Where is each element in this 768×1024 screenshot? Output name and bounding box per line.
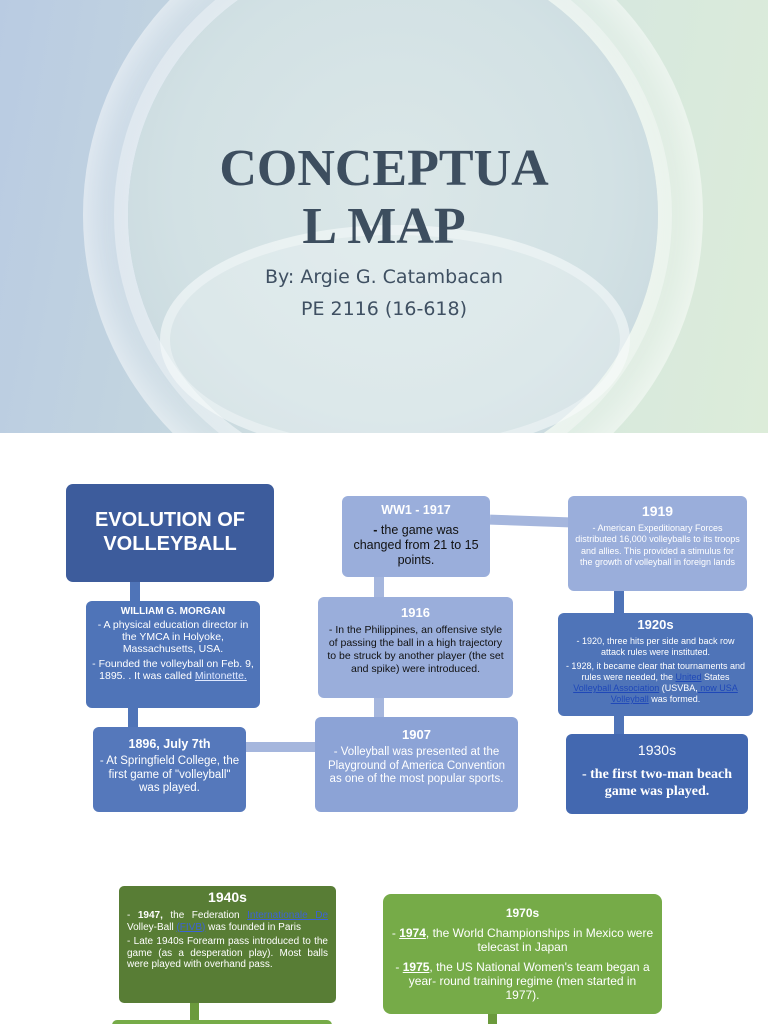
heading-1930s: 1930s: [637, 742, 677, 758]
box-1930s: 1930s - the first two-man beach game was…: [566, 734, 748, 814]
main-title-box: EVOLUTION OF VOLLEYBALL: [66, 484, 274, 582]
heading-1940s: 1940s: [208, 889, 247, 905]
text-ww1: - the game was changed from 21 to 15 poi…: [348, 523, 484, 568]
morgan-box: WILLIAM G. MORGAN - A physical education…: [86, 601, 260, 708]
volleyball-association-link[interactable]: Volleyball Association: [573, 683, 660, 693]
text-1920s-2-d: was formed.: [648, 694, 701, 704]
author-line: By: Argie G. Catambacan: [264, 266, 504, 288]
text-1970s-2-body: , the US National Women's team began a y…: [408, 960, 650, 1002]
text-1920s-2-b: States: [701, 672, 730, 682]
title-slide: CONCEPTUA L MAP By: Argie G. Catambacan …: [0, 0, 768, 433]
box-1970s: 1970s - 1974, the World Championships in…: [383, 894, 662, 1014]
text-1920s-2: - 1928, it became clear that tournaments…: [564, 661, 747, 705]
united-link[interactable]: United: [675, 672, 702, 682]
box-1896: 1896, July 7th - At Springfield College,…: [93, 727, 246, 812]
heading-1896: 1896, July 7th: [128, 737, 211, 751]
morgan-line-1: - A physical education director in the Y…: [97, 619, 249, 655]
text-1920s-2-c: (USVBA,: [659, 683, 698, 693]
connector-1907-1916: [374, 698, 384, 718]
usa-volleyball-link[interactable]: now USA Volleyball: [610, 683, 738, 704]
connector-1920s-1930s: [614, 716, 624, 734]
text-1940s-1-c: was founded in Paris: [205, 921, 301, 933]
heading-1919: 1919: [641, 503, 674, 519]
text-1916: - In the Philippines, an offensive style…: [327, 624, 504, 675]
heading-1907: 1907: [402, 727, 431, 742]
text-1940s-1: - 1947, the Federation Internationale De…: [127, 910, 328, 933]
text-1970s-1-body: , the World Championships in Mexico were…: [425, 926, 654, 954]
text-1970s-1-year: 1974: [399, 926, 426, 940]
heading-ww1: WW1 - 1917: [381, 503, 451, 517]
text-1930s: - the first two-man beach game was playe…: [581, 767, 733, 799]
text-1907: - Volleyball was presented at the Playgr…: [327, 746, 506, 785]
ww1-text: the game was changed from 21 to 15 point…: [353, 523, 479, 567]
text-1940s-1-b: Volley-Ball: [127, 921, 177, 933]
text-1940s-1-year: 1947,: [137, 910, 163, 921]
heading-1920s: 1920s: [637, 617, 674, 632]
title-line-2: L MAP: [302, 198, 466, 255]
text-1940s-2: - Late 1940s Forearm pass introduced to …: [127, 936, 328, 970]
text-1970s-2-year: 1975: [402, 960, 430, 974]
main-title: EVOLUTION OF VOLLEYBALL: [95, 509, 245, 555]
title-line-1: CONCEPTUA: [219, 140, 549, 197]
connector-1919-1920s: [614, 591, 624, 613]
slide-title: CONCEPTUA L MAP: [0, 140, 768, 256]
text-1970s-2: - 1975, the US National Women's team beg…: [391, 960, 654, 1002]
box-1920s: 1920s - 1920, three hits per side and ba…: [558, 613, 753, 716]
text-1896: - At Springfield College, the first game…: [99, 755, 240, 794]
box-ww1: WW1 - 1917 - the game was changed from 2…: [342, 496, 490, 577]
box-1916: 1916 - In the Philippines, an offensive …: [318, 597, 513, 698]
text-1940s-1-a: the Federation: [162, 910, 248, 921]
text-1970s-1: - 1974, the World Championships in Mexic…: [391, 926, 654, 954]
heading-1916: 1916: [401, 605, 430, 620]
morgan-line-2: - Founded the volleyball on Feb. 9, 1895…: [92, 658, 254, 682]
box-1907: 1907 - Volleyball was presented at the P…: [315, 717, 518, 812]
text-1920s-1: - 1920, three hits per side and back row…: [576, 636, 735, 657]
text-1920s-2-a: - 1928, it became clear that tournaments…: [565, 661, 746, 682]
fivb-link-1[interactable]: Internationale De: [247, 910, 328, 921]
ww1-dash: -: [373, 523, 378, 537]
connector-1970s-down: [488, 1014, 497, 1024]
connector-morgan-1896: [128, 708, 138, 728]
connector-1916-ww1: [374, 577, 384, 597]
morgan-heading: WILLIAM G. MORGAN: [120, 606, 226, 617]
decorative-ring-lower: [160, 225, 630, 433]
heading-1970s: 1970s: [505, 906, 540, 920]
text-1970s-1-dash: -: [391, 926, 400, 940]
text-1940s-1-dash: -: [127, 910, 138, 921]
connector-title-morgan: [130, 582, 140, 602]
text-1970s-2-dash: -: [395, 960, 403, 974]
box-1919: 1919 - American Expeditionary Forces dis…: [568, 496, 747, 591]
course-line: PE 2116 (16-618): [300, 298, 468, 320]
text-1919: - American Expeditionary Forces distribu…: [575, 523, 740, 567]
fivb-link-2[interactable]: (FIVB): [176, 921, 206, 933]
next-box-partial: [112, 1020, 332, 1024]
connector-ww1-1919: [489, 514, 570, 528]
box-1940s: 1940s - 1947, the Federation Internation…: [119, 886, 336, 1003]
morgan-line-2-text: - Founded the volleyball on Feb. 9, 1895…: [92, 658, 254, 682]
connector-1940s-down: [190, 1003, 199, 1024]
connector-1896-1907: [246, 742, 316, 752]
mintonette-link[interactable]: Mintonette.: [194, 670, 247, 682]
